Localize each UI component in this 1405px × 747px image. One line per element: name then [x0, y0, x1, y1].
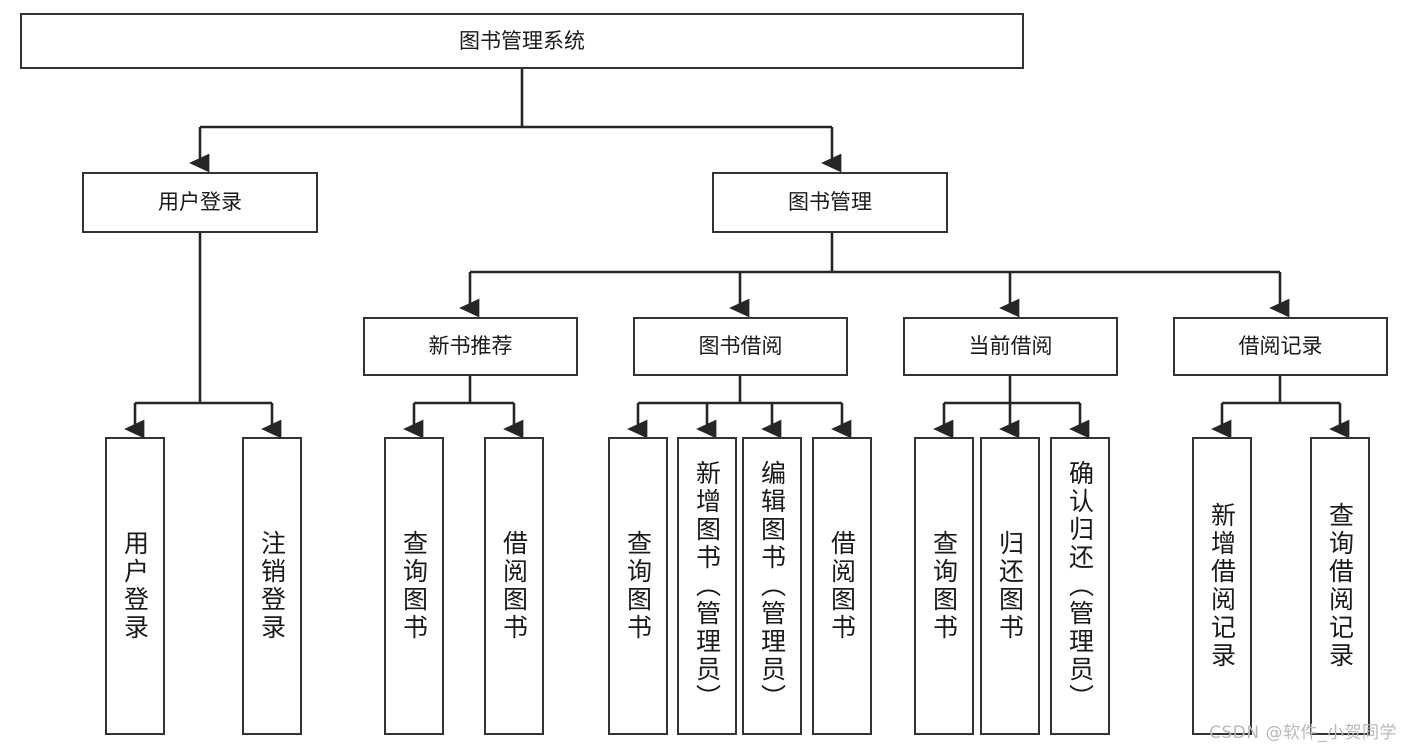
node-label: 借阅图书 [827, 530, 857, 642]
node-label: 用户登录 [158, 190, 242, 215]
leaf-book-borrow-edit-book[interactable]: 编辑图书（管理员） [742, 437, 802, 735]
node-label: 编辑图书（管理员） [757, 460, 787, 712]
leaf-user-login-logout[interactable]: 注销登录 [242, 437, 302, 735]
leaf-book-borrow-query-book[interactable]: 查询图书 [608, 437, 668, 735]
node-label: 用户登录 [120, 530, 150, 642]
leaf-book-borrow-borrow-book[interactable]: 借阅图书 [812, 437, 872, 735]
node-label: 新增借阅记录 [1207, 502, 1237, 670]
node-label: 注销登录 [257, 530, 287, 642]
node-current-borrow[interactable]: 当前借阅 [903, 317, 1118, 376]
leaf-user-login-login[interactable]: 用户登录 [105, 437, 165, 735]
node-user-login[interactable]: 用户登录 [82, 172, 318, 233]
node-label: 借阅图书 [499, 530, 529, 642]
node-book-borrow[interactable]: 图书借阅 [633, 317, 848, 376]
node-label: 查询图书 [929, 530, 959, 642]
leaf-borrow-records-add-record[interactable]: 新增借阅记录 [1192, 437, 1252, 735]
node-label: 图书管理 [788, 190, 872, 215]
node-label: 新增图书（管理员） [692, 460, 722, 712]
leaf-current-borrow-confirm-return[interactable]: 确认归还（管理员） [1050, 437, 1110, 735]
node-label: 当前借阅 [968, 334, 1053, 359]
node-label: 查询图书 [623, 530, 653, 642]
csdn-watermark: CSDN @软件_小贺同学 [1209, 723, 1397, 743]
node-book-management[interactable]: 图书管理 [712, 172, 948, 233]
node-label: 图书管理系统 [459, 28, 585, 53]
node-borrow-records[interactable]: 借阅记录 [1173, 317, 1388, 376]
node-label: 图书借阅 [698, 334, 783, 359]
node-root-book-management-system[interactable]: 图书管理系统 [20, 13, 1024, 69]
leaf-new-book-borrow-book[interactable]: 借阅图书 [484, 437, 544, 735]
node-label: 确认归还（管理员） [1065, 460, 1095, 712]
node-label: 新书推荐 [428, 334, 513, 359]
node-label: 借阅记录 [1238, 334, 1323, 359]
node-label: 归还图书 [995, 530, 1025, 642]
leaf-borrow-records-query-record[interactable]: 查询借阅记录 [1310, 437, 1370, 735]
leaf-current-borrow-query-book[interactable]: 查询图书 [914, 437, 974, 735]
leaf-current-borrow-return-book[interactable]: 归还图书 [980, 437, 1040, 735]
leaf-book-borrow-add-book[interactable]: 新增图书（管理员） [677, 437, 737, 735]
node-label: 查询借阅记录 [1325, 502, 1355, 670]
leaf-new-book-query-book[interactable]: 查询图书 [384, 437, 444, 735]
node-label: 查询图书 [399, 530, 429, 642]
node-new-book-recommend[interactable]: 新书推荐 [363, 317, 578, 376]
